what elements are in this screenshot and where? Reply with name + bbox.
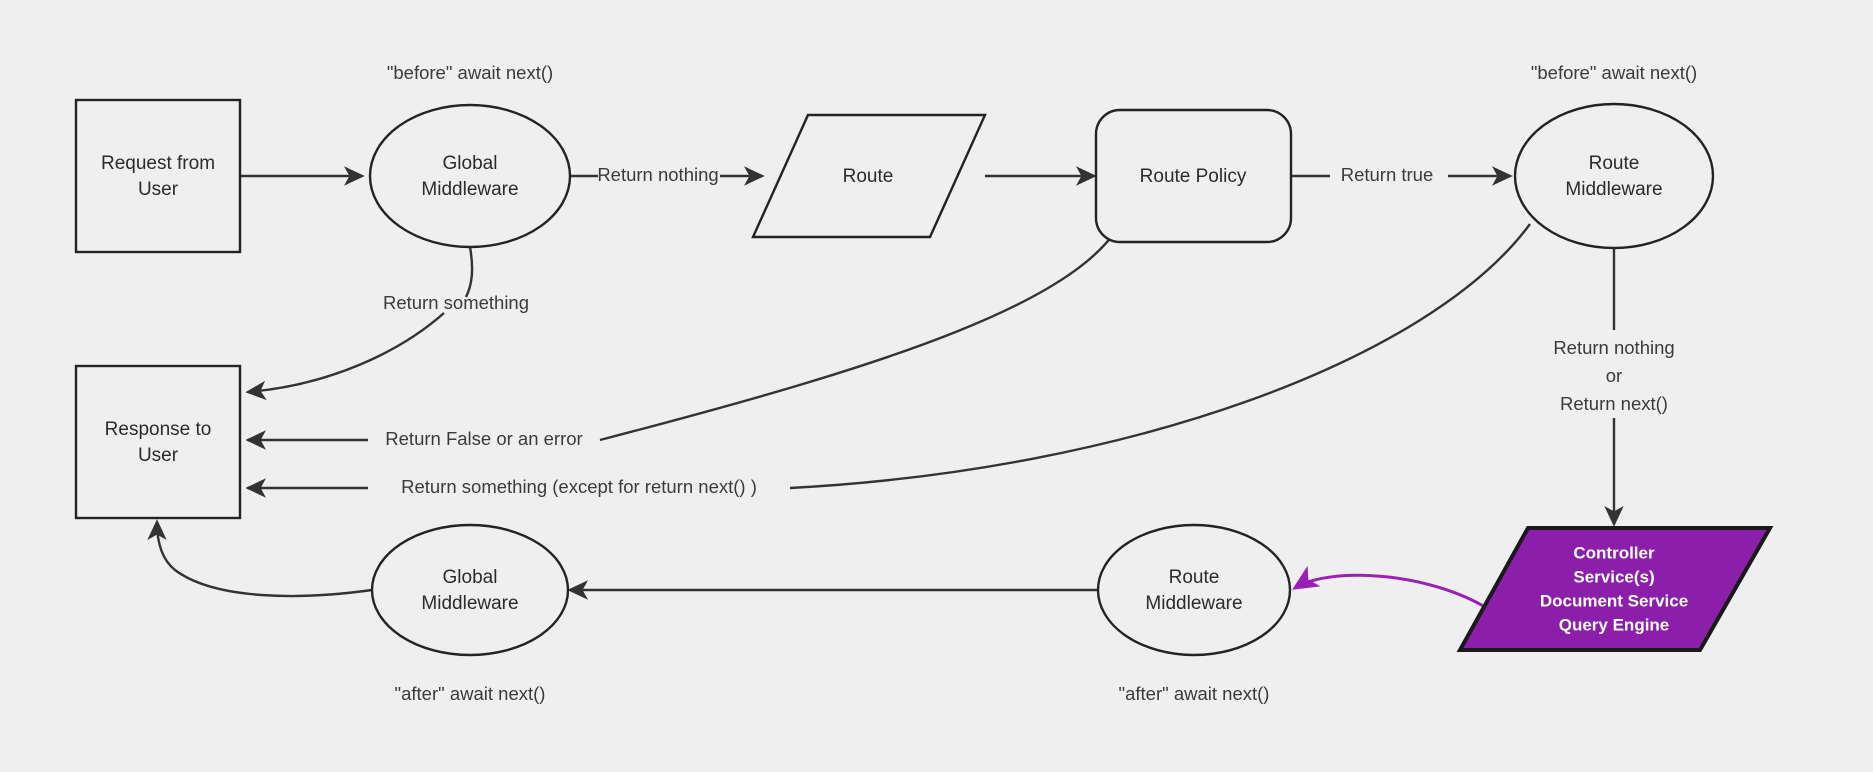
edge-controller-to-route-middleware-bottom bbox=[1292, 565, 1491, 612]
edge-label-return-something: Return something bbox=[383, 292, 529, 313]
request-from-user-shape bbox=[74, 98, 242, 254]
edge-label-return-nothing-or-next-line2: or bbox=[1606, 365, 1622, 386]
response-to-user-label-line2: User bbox=[138, 445, 179, 466]
controller-services-label-line2: Service(s) bbox=[1573, 567, 1654, 586]
route-middleware-top-label-line2: Middleware bbox=[1565, 179, 1662, 200]
request-from-user-label-line2: User bbox=[138, 179, 179, 200]
response-to-user-shape bbox=[74, 364, 242, 520]
response-to-user-label-line1: Response to bbox=[105, 419, 212, 440]
edge-label-return-false-or-error: Return False or an error bbox=[385, 428, 582, 449]
edge-label-return-nothing-or-next-line1: Return nothing bbox=[1553, 337, 1674, 358]
route-middleware-top-label-line1: Route bbox=[1589, 153, 1640, 174]
route-middleware-bottom-shape bbox=[1096, 523, 1292, 657]
node-request-from-user[interactable]: Request from User bbox=[74, 98, 242, 254]
edge-route-policy-return-false bbox=[599, 205, 1130, 442]
edge-route-middleware-return-something-except bbox=[789, 223, 1531, 490]
edge-label-return-true: Return true bbox=[1341, 164, 1434, 185]
edge-label-return-nothing: Return nothing bbox=[597, 164, 718, 185]
controller-services-label-line1: Controller bbox=[1573, 543, 1655, 562]
edge-label-return-nothing-or-next-line3: Return next() bbox=[1560, 393, 1668, 414]
controller-services-label-line4: Query Engine bbox=[1559, 615, 1670, 634]
global-middleware-top-label-line1: Global bbox=[443, 153, 498, 174]
edge-global-middleware-return-something-a bbox=[464, 246, 474, 298]
edge-label-return-something-except: Return something (except for return next… bbox=[401, 476, 757, 497]
node-route-policy[interactable]: Route Policy bbox=[1094, 108, 1293, 244]
global-middleware-bottom-label-line2: Middleware bbox=[421, 593, 518, 614]
global-middleware-top-label-line2: Middleware bbox=[421, 179, 518, 200]
global-middleware-bottom-label-line1: Global bbox=[443, 567, 498, 588]
route-policy-label: Route Policy bbox=[1140, 166, 1247, 187]
controller-services-label-line3: Document Service bbox=[1540, 591, 1688, 610]
global-middleware-top-shape bbox=[368, 103, 572, 249]
node-route-middleware-bottom[interactable]: Route Middleware bbox=[1096, 523, 1292, 657]
node-route-middleware-top[interactable]: Route Middleware bbox=[1513, 102, 1715, 250]
node-response-to-user[interactable]: Response to User bbox=[74, 364, 242, 520]
route-middleware-bottom-label-line1: Route bbox=[1169, 567, 1220, 588]
route-label: Route bbox=[843, 166, 894, 187]
edge-global-middleware-bottom-to-response bbox=[147, 519, 373, 598]
annotation-after-await-next-global: "after" await next() bbox=[395, 683, 546, 704]
route-shape bbox=[751, 113, 987, 239]
route-policy-shape bbox=[1094, 108, 1293, 244]
controller-services-shape bbox=[1456, 526, 1774, 652]
annotation-before-await-next-global: "before" await next() bbox=[387, 62, 553, 83]
node-controller-services[interactable]: Controller Service(s) Document Service Q… bbox=[1456, 526, 1774, 652]
edge-global-middleware-return-something-b bbox=[245, 312, 445, 401]
annotation-after-await-next-route: "after" await next() bbox=[1119, 683, 1270, 704]
node-global-middleware-top[interactable]: Global Middleware bbox=[368, 103, 572, 249]
node-global-middleware-bottom[interactable]: Global Middleware bbox=[370, 523, 570, 657]
route-middleware-top-shape bbox=[1513, 102, 1715, 250]
global-middleware-bottom-shape bbox=[370, 523, 570, 657]
node-route[interactable]: Route bbox=[751, 113, 987, 239]
route-middleware-bottom-label-line2: Middleware bbox=[1145, 593, 1242, 614]
request-from-user-label-line1: Request from bbox=[101, 153, 215, 174]
annotation-before-await-next-route: "before" await next() bbox=[1531, 62, 1697, 83]
